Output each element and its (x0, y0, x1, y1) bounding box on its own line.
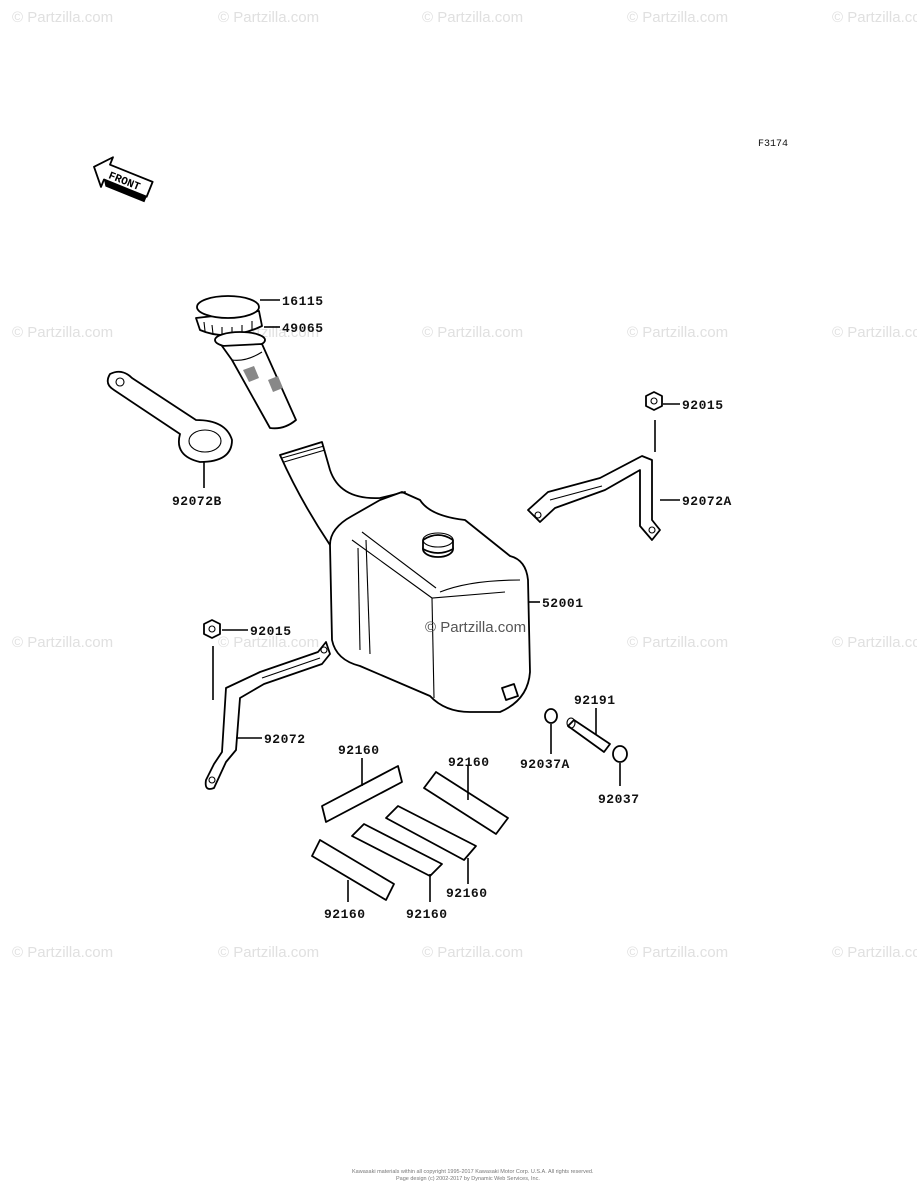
front-arrow-icon: FRONT (93, 156, 154, 203)
watermark: © Partzilla.com (832, 324, 917, 341)
watermark: © Partzilla.com (832, 634, 917, 651)
nut-92015-left: 92015 (203, 619, 292, 700)
part-number-49065: 49065 (282, 321, 324, 336)
watermark: © Partzilla.com (832, 9, 917, 26)
nut-92015-right: 92015 (645, 391, 724, 452)
band-92072a: 92072A (527, 455, 732, 541)
strap-92072b: 92072B (106, 370, 233, 509)
watermark: © Partzilla.com (12, 324, 113, 341)
pad-92160-2: 92160 (423, 755, 509, 835)
watermark: © Partzilla.com (627, 9, 728, 26)
center-watermark: © Partzilla.com (425, 619, 526, 636)
part-number-92037: 92037 (598, 792, 640, 807)
part-number-92160-4: 92160 (406, 907, 448, 922)
copyright-line-2: Page design (c) 2002-2017 by Dynamic Web… (396, 1176, 540, 1182)
filter-49065: 49065 (214, 321, 324, 430)
copyright-footer: Kawasaki materials within all copyright … (352, 1169, 594, 1182)
watermark: © Partzilla.com (218, 634, 319, 651)
band-92072: 92072 (204, 641, 331, 790)
clamp-92037a: 92037A (520, 708, 570, 772)
figure-code: F3174 (758, 139, 788, 150)
watermark-grid: © Partzilla.com © Partzilla.com © Partzi… (12, 9, 917, 961)
watermark: © Partzilla.com (627, 944, 728, 961)
part-number-92160-5: 92160 (324, 907, 366, 922)
pad-92160-5: 92160 (311, 839, 395, 922)
watermark: © Partzilla.com (12, 944, 113, 961)
watermark: © Partzilla.com (218, 944, 319, 961)
watermark: © Partzilla.com (627, 324, 728, 341)
watermark: © Partzilla.com (832, 944, 917, 961)
watermark: © Partzilla.com (422, 9, 523, 26)
part-number-92072: 92072 (264, 732, 306, 747)
watermark: © Partzilla.com (422, 944, 523, 961)
clamp-92037: 92037 (598, 745, 640, 807)
part-number-92072a: 92072A (682, 494, 732, 509)
pad-92160-4: 92160 (351, 823, 448, 922)
part-number-92072b: 92072B (172, 494, 222, 509)
watermark: © Partzilla.com (627, 634, 728, 651)
hose-92191: 92191 (566, 693, 616, 753)
part-number-92160-3: 92160 (446, 886, 488, 901)
part-number-16115: 16115 (282, 294, 324, 309)
watermark: © Partzilla.com (12, 9, 113, 26)
part-number-92160-2: 92160 (448, 755, 490, 770)
pad-92160-3: 92160 (385, 805, 488, 901)
fuel-tank-52001: 52001 © Partzilla.com (279, 441, 584, 713)
pad-92160-1: 92160 (321, 743, 403, 823)
watermark: © Partzilla.com (12, 634, 113, 651)
watermark: © Partzilla.com (422, 324, 523, 341)
copyright-line-1: Kawasaki materials within all copyright … (352, 1169, 594, 1175)
part-number-92015-left: 92015 (250, 624, 292, 639)
part-number-52001: 52001 (542, 596, 584, 611)
part-number-92037a: 92037A (520, 757, 570, 772)
part-number-92160-1: 92160 (338, 743, 380, 758)
part-number-92191: 92191 (574, 693, 616, 708)
watermark: © Partzilla.com (218, 9, 319, 26)
part-number-92015-right: 92015 (682, 398, 724, 413)
